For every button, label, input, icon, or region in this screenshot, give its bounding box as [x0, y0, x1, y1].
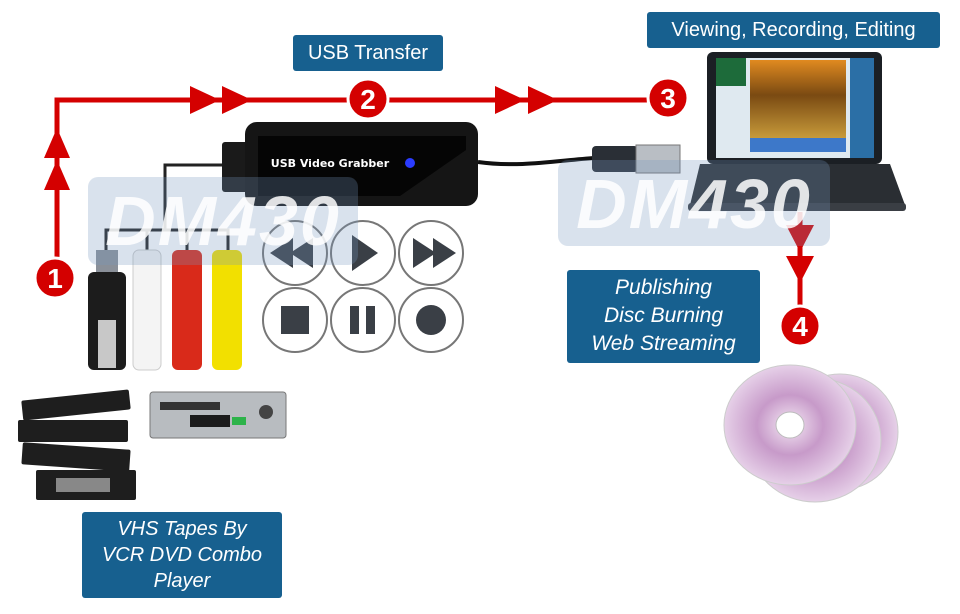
yellow-rca-plug	[212, 250, 242, 370]
fast-forward-icon	[433, 238, 456, 268]
red-rca-plug	[172, 250, 202, 370]
av-cable-tree	[104, 163, 230, 250]
white-rca-plug	[132, 249, 162, 371]
vhs-label: VHS Tapes By VCR DVD Combo Player	[82, 512, 282, 598]
svideo-plug	[96, 250, 118, 272]
step-4: 4	[792, 311, 808, 342]
record-icon	[416, 305, 446, 335]
step-1: 1	[47, 263, 63, 294]
vhs-line: Player	[153, 570, 211, 592]
vhs-line: VCR DVD Combo	[101, 544, 263, 566]
arrow-down-icon	[786, 225, 814, 252]
publishing-line: Web Streaming	[591, 332, 736, 355]
vhs-tapes	[18, 389, 136, 500]
arrow-down-icon	[786, 256, 814, 283]
usb-cable	[477, 144, 681, 174]
step-markers	[33, 76, 822, 348]
step-3: 3	[660, 83, 676, 114]
fast-forward-icon	[413, 238, 436, 268]
device-name: USB Video Grabber	[271, 157, 390, 170]
publishing-line: Disc Burning	[603, 304, 724, 327]
arrow-right-icon	[528, 86, 558, 114]
led-icon	[405, 158, 415, 168]
arrow-up-icon	[44, 160, 70, 190]
vcr-dvd-player	[149, 391, 287, 439]
av-plugs	[88, 249, 242, 371]
vhs-line: VHS Tapes By	[117, 518, 247, 540]
rewind-icon	[270, 238, 293, 268]
publishing-label: Publishing Disc Burning Web Streaming	[567, 270, 760, 363]
play-icon	[352, 235, 378, 271]
arrow-up-icon	[44, 128, 70, 158]
arrow-right-icon	[190, 86, 220, 114]
usb-video-grabber	[222, 122, 478, 206]
stop-icon	[281, 306, 309, 334]
watermark: DM430	[558, 160, 830, 246]
usb-transfer-label: USB Transfer	[293, 35, 443, 71]
rewind-icon	[290, 238, 313, 268]
pause-icon	[350, 306, 359, 334]
flow-arrows	[44, 86, 814, 283]
arrow-right-icon	[495, 86, 525, 114]
arrow-right-icon	[222, 86, 252, 114]
publishing-line: Publishing	[615, 276, 712, 299]
laptop	[688, 52, 906, 211]
watermark: DM430	[88, 177, 358, 265]
dvd-discs	[723, 364, 899, 503]
viewing-label: Viewing, Recording, Editing	[647, 12, 940, 48]
step-2: 2	[360, 84, 376, 115]
